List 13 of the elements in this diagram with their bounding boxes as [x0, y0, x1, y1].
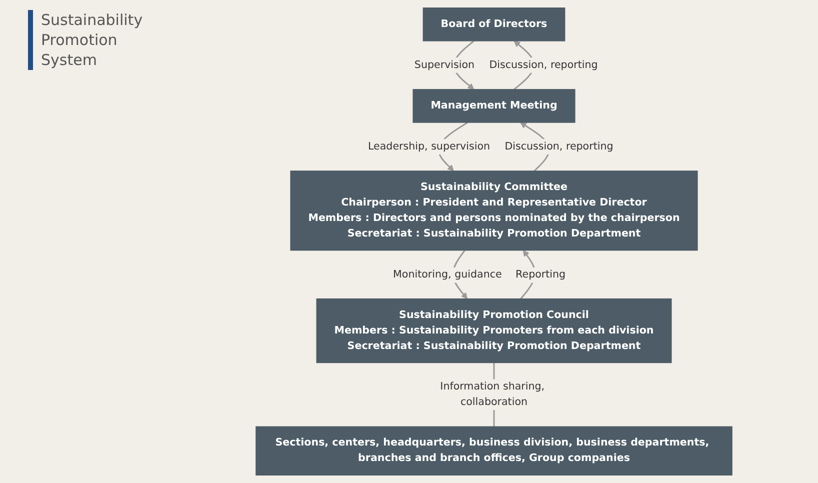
edge-label: Information sharing, collaboration — [440, 380, 545, 408]
node-box: Management Meeting — [412, 89, 576, 123]
edge-label: Monitoring, guidance — [393, 268, 502, 281]
node-box: Sections, centers, headquarters, business division, business departments, branches and branch offices, Group companies — [256, 426, 732, 476]
edge-label: Supervision — [414, 58, 475, 71]
edge-label: Reporting — [516, 268, 566, 281]
edge-label: Leadership, supervision — [368, 140, 490, 152]
edge-label: Discussion, reporting — [504, 140, 614, 152]
diagram-title: Sustainability Promotion System — [28, 10, 170, 70]
node-box: Board of Directors — [422, 8, 566, 42]
node-box: Sustainability Promotion Council Members : Sustainability Promoters from each division Secretariat : Sustainability Promotion Department — [316, 298, 672, 364]
node-box: Sustainability Committee Chairperson : President and Representative Director Members : Directors and persons nominated by the chairperson Secretariat : Sustainability Promotion Department — [290, 170, 698, 251]
edge-label: Discussion, reporting — [489, 58, 598, 71]
